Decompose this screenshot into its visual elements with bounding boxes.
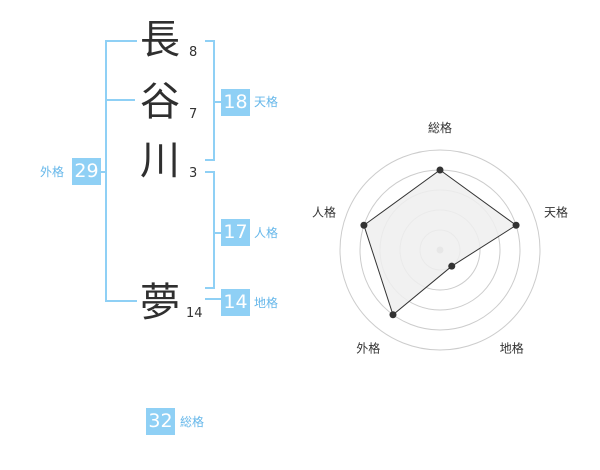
radar-axis-label-3: 地格: [500, 341, 524, 356]
radar-data-polygon: [363, 169, 517, 316]
chikaku-value-badge: 14: [221, 289, 250, 316]
stroke-count-4: 14: [186, 306, 203, 321]
radar-axis-label-1: 総格: [428, 120, 452, 135]
radar-point-4: [389, 311, 397, 319]
stroke-count-2: 7: [189, 107, 198, 122]
tenkaku-value-badge: 18: [221, 89, 250, 116]
stroke-count-3: 3: [189, 166, 198, 181]
tenkaku-label: 天格: [254, 95, 279, 109]
name-char-1: 長: [140, 17, 180, 63]
chikaku-label: 地格: [254, 296, 279, 310]
name-char-4: 夢: [140, 280, 180, 326]
radar-points: [360, 166, 520, 319]
gaikaku-outer-tick: [99, 171, 107, 173]
gaikaku-label: 外格: [40, 165, 65, 179]
radar-axis-label-5: 人格: [312, 204, 336, 219]
radar-axis-label-4: 外格: [356, 341, 380, 356]
radar-point-5: [360, 221, 368, 229]
chikaku-tick: [205, 298, 221, 300]
jinkaku-tick: [213, 232, 221, 234]
tenkaku-tick: [213, 101, 221, 103]
name-char-2: 谷: [140, 79, 180, 125]
radar-point-2: [512, 221, 520, 229]
jinkaku-label: 人格: [254, 226, 279, 240]
gaikaku-value-badge: 29: [72, 158, 101, 185]
stroke-count-1: 8: [189, 45, 198, 60]
gaikaku-inner-tick: [107, 99, 135, 101]
radar-point-3: [448, 262, 456, 270]
name-char-3: 川: [140, 138, 180, 184]
radar-point-1: [436, 166, 444, 174]
soukaku-value-badge: 32: [146, 408, 175, 435]
tenkaku-bracket: [205, 40, 215, 161]
jinkaku-value-badge: 17: [221, 219, 250, 246]
chikaku-bracket: [205, 171, 215, 289]
soukaku-label: 総格: [180, 415, 205, 429]
radar-axis-label-2: 天格: [544, 204, 568, 219]
